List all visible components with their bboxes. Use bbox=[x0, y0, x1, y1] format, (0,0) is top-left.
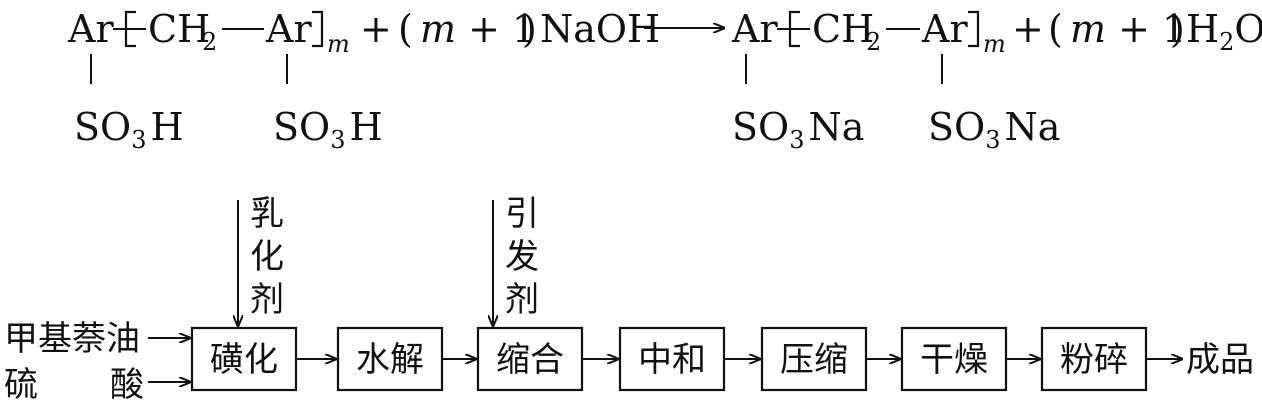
step-label: 缩合 bbox=[496, 340, 564, 380]
coefficient-paren-close: ) bbox=[522, 7, 537, 51]
aryl-group-start: Ar bbox=[731, 7, 778, 51]
repeat-count: m bbox=[983, 30, 1006, 58]
water-formula: H2O bbox=[1186, 7, 1262, 56]
step-sulfonation: 磺化 bbox=[190, 326, 298, 392]
repeat-bracket-close bbox=[968, 10, 980, 48]
coefficient-paren-close: ) bbox=[1170, 7, 1185, 51]
naoh-formula: NaOH bbox=[540, 7, 660, 51]
additive-char: 乳 bbox=[250, 194, 284, 234]
repeat-count: m bbox=[327, 30, 350, 58]
step-label: 干燥 bbox=[920, 340, 988, 380]
step-label: 压缩 bbox=[780, 340, 848, 380]
methylene-subscript: 2 bbox=[202, 28, 217, 56]
product-water: + ( m + 1 ) H2O bbox=[1012, 7, 1262, 56]
step-compression: 压缩 bbox=[760, 326, 868, 392]
step-label: 粉碎 bbox=[1060, 340, 1128, 380]
step-label: 中和 bbox=[638, 340, 706, 380]
output-finished-product: 成品 bbox=[1186, 340, 1254, 380]
aryl-group-end: Ar bbox=[921, 7, 968, 51]
additive-emulsifier: 乳 化 剂 bbox=[238, 194, 284, 326]
input-sulfuric-acid-char1: 硫 bbox=[4, 365, 38, 405]
step-label: 磺化 bbox=[210, 340, 278, 380]
methylene-group: CH bbox=[148, 7, 210, 51]
step-condensation: 缩合 bbox=[476, 326, 584, 392]
repeat-bracket-close bbox=[312, 10, 324, 48]
methylene-subscript: 2 bbox=[866, 28, 881, 56]
plus-sign: + bbox=[360, 7, 392, 51]
additive-char: 剂 bbox=[505, 280, 539, 320]
coefficient: m + 1 bbox=[420, 7, 536, 51]
input-sulfuric-acid-char2: 酸 bbox=[110, 365, 144, 405]
additive-char: 引 bbox=[505, 194, 539, 234]
additive-initiator: 引 发 剂 bbox=[493, 194, 539, 326]
aryl-group-start: Ar bbox=[67, 7, 114, 51]
additive-char: 化 bbox=[250, 237, 284, 277]
step-hydrolysis: 水解 bbox=[336, 326, 444, 392]
reagent-naoh: + ( m + 1 ) NaOH bbox=[360, 7, 660, 51]
additive-char: 剂 bbox=[250, 280, 284, 320]
additive-char: 发 bbox=[505, 237, 539, 277]
step-neutralization: 中和 bbox=[618, 326, 726, 392]
coefficient-paren-open: ( bbox=[398, 7, 413, 51]
coefficient: m + 1 bbox=[1070, 7, 1186, 51]
step-label: 水解 bbox=[356, 340, 424, 380]
coefficient-paren-open: ( bbox=[1048, 7, 1063, 51]
methylene-group: CH bbox=[812, 7, 874, 51]
aryl-group-end: Ar bbox=[265, 7, 312, 51]
step-drying: 干燥 bbox=[900, 326, 1008, 392]
process-flowchart: 甲基萘油 硫 酸 乳 化 剂 引 发 剂 磺化 水解 bbox=[4, 194, 1254, 405]
plus-sign: + bbox=[1012, 7, 1044, 51]
input-methylnaphthalene-oil: 甲基萘油 bbox=[4, 319, 140, 359]
step-pulverization: 粉碎 bbox=[1040, 326, 1148, 392]
